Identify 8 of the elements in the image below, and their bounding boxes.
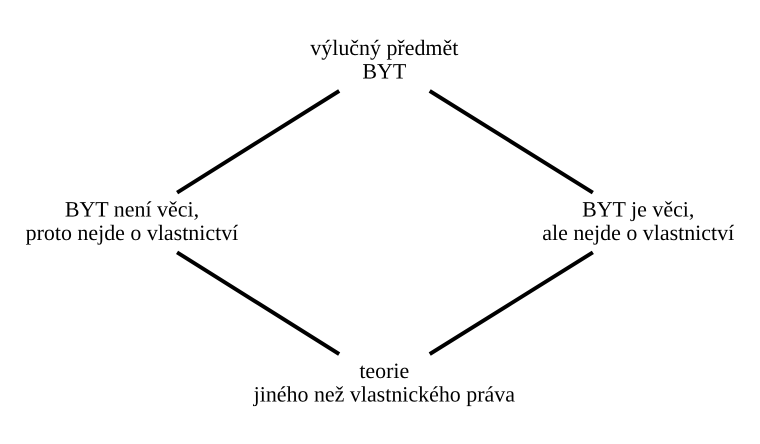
node-text: výlučný předmět BYT [310,34,458,84]
node-text: BYT je věci, ale nejde o vlastnictví [542,196,734,245]
node-text: BYT není věci, proto nejde o vlastnictví [26,196,238,245]
connector [428,250,594,356]
node-text: teorie jiného než vlastnického práva [254,357,515,406]
connector [176,88,340,194]
connector [176,250,340,356]
connector [428,88,594,194]
